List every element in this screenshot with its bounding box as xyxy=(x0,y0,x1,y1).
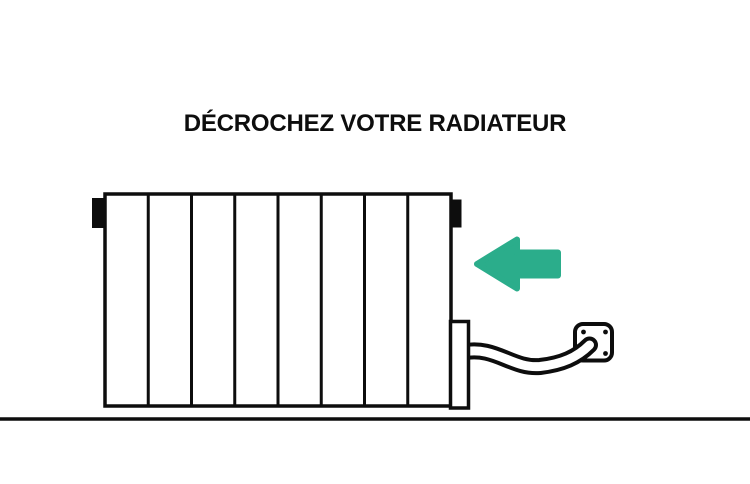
radiator-fins xyxy=(146,195,410,405)
wall-bracket-left xyxy=(92,198,104,228)
screw-dot xyxy=(581,329,586,335)
radiator-side-module xyxy=(448,319,471,410)
screw-dot xyxy=(603,329,608,335)
unhook-arrow-icon xyxy=(474,236,561,292)
power-cable-core xyxy=(458,340,594,372)
page-title: DÉCROCHEZ VOTRE RADIATEUR xyxy=(183,110,567,137)
screw-dot xyxy=(603,351,608,356)
wall-bracket-right xyxy=(450,199,462,228)
power-cable xyxy=(454,336,598,376)
